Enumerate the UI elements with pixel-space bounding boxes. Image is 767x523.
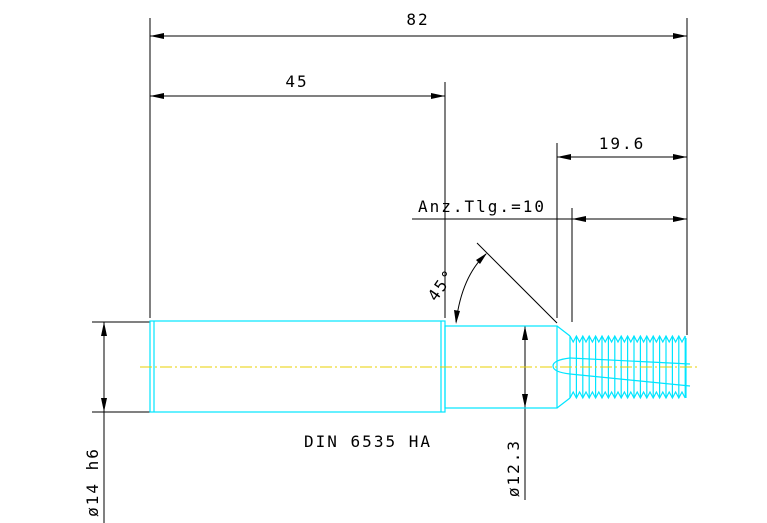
neck-diameter-label: ø12.3 (504, 439, 523, 497)
teeth-count-note: Anz.Tlg.=10 (412, 197, 687, 322)
flute-tip (552, 357, 571, 375)
dimension-thread-length: 19.6 (556, 134, 687, 318)
dimension-neck-diameter: ø12.3 (504, 325, 557, 500)
overall-length-label: 82 (406, 10, 429, 29)
dimension-shank-length: 45 (150, 72, 446, 318)
teeth-count-label: Anz.Tlg.=10 (418, 197, 546, 216)
dimension-chamfer-angle: 45° (424, 242, 558, 324)
shank-diameter-label: ø14 h6 (83, 447, 102, 517)
dimension-shank-diameter: ø14 h6 (83, 321, 150, 523)
dimension-overall-length: 82 (149, 10, 688, 335)
thread-length-label: 19.6 (599, 134, 646, 153)
shank-length-label: 45 (285, 72, 308, 91)
chamfer-angle-label: 45° (424, 265, 460, 304)
designation-label: DIN 6535 HA (304, 432, 432, 451)
